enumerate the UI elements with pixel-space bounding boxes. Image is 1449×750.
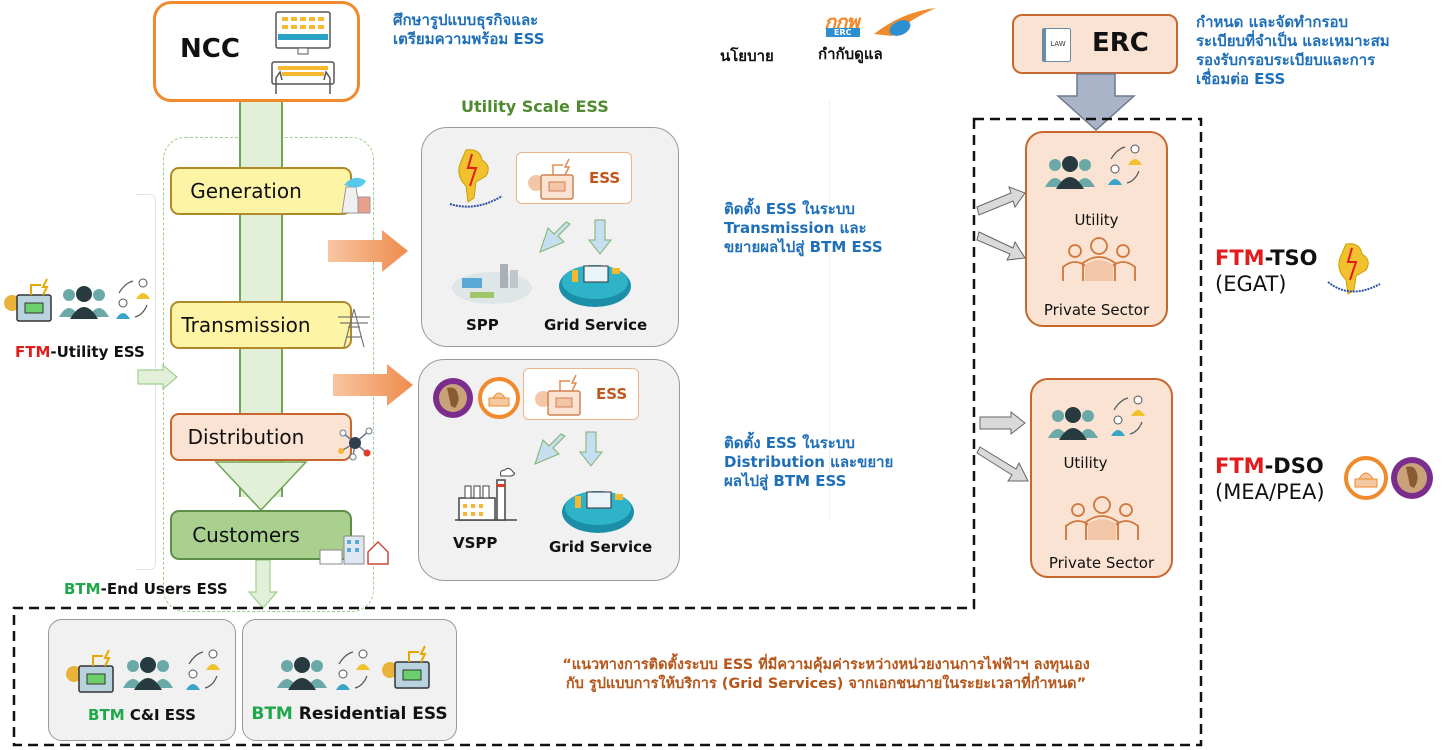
private-sector-label: Private Sector [1048, 554, 1155, 572]
distribution-note: ติดตั้ง ESS ในระบบ Distribution และขยาย … [724, 434, 894, 490]
private-sector-label: Private Sector [1043, 301, 1150, 319]
mea-logo-icon [1344, 456, 1388, 500]
trunk-arrow-head [214, 461, 308, 512]
battery-system-icon [382, 645, 430, 689]
vspp-factory-icon [455, 467, 517, 521]
utility-label: Utility [1074, 211, 1119, 229]
people-group-icon [1048, 407, 1098, 440]
people-group-icon [1045, 156, 1095, 189]
stage-customers[interactable]: Customers [170, 510, 352, 560]
grid-service-icon [562, 491, 634, 533]
erc-logo: กกพ ERC [824, 6, 939, 40]
battery-system-icon [4, 278, 52, 322]
spp-label: SPP [466, 316, 499, 334]
transmission-ess-card: ESS SPP Grid Service [421, 127, 679, 347]
ftm-utility-arrow [137, 363, 178, 391]
business-exchange-icon [336, 649, 370, 690]
customers-down-arrow [247, 559, 279, 609]
buildings-icon [319, 535, 389, 565]
utility-scale-title: Utility Scale ESS [461, 97, 609, 116]
ess-label: ESS [596, 385, 628, 403]
mea-logo-icon [478, 377, 520, 419]
pea-logo-icon [1391, 457, 1433, 499]
business-exchange-icon [116, 278, 150, 319]
stage-generation-label: Generation [190, 179, 302, 203]
power-plant-icon [341, 177, 371, 214]
ess-chip: ESS [523, 368, 639, 420]
pea-logo-icon [433, 378, 473, 418]
btm-residential-label: BTM Residential ESS [251, 704, 448, 724]
down-arrow [578, 431, 604, 467]
private-sector-people-icon [1065, 496, 1139, 540]
arrow-to-tso-utility [976, 186, 1026, 216]
network-hub-icon [338, 427, 373, 461]
transmission-tower-icon [338, 308, 370, 348]
stage-transmission[interactable]: Transmission [170, 301, 352, 349]
grid-service-icon [559, 265, 631, 307]
computer-keyboard-icon [271, 11, 335, 94]
erc-down-arrow [1056, 73, 1136, 132]
ess-chip: ESS [516, 152, 632, 204]
policy-label: นโยบาย [720, 47, 774, 65]
ncc-label: NCC [180, 34, 240, 64]
grid-service-label: Grid Service [544, 316, 648, 334]
transmission-note: ติดตั้ง ESS ในระบบ Transmission และ ขยาย… [724, 200, 883, 256]
ftm-utility-label: FTM-Utility ESS [15, 343, 145, 361]
erc-logo-sub: ERC [826, 28, 860, 37]
ncc-note: ศึกษารูปแบบธุรกิจและ เตรียมความพร้อม ESS [393, 11, 545, 48]
vspp-label: VSPP [453, 534, 498, 552]
btm-ci-card: BTM C&I ESS [48, 619, 236, 741]
battery-system-icon [66, 649, 114, 693]
stage-transmission-label: Transmission [181, 313, 311, 337]
egat-logo-icon [1327, 243, 1381, 295]
business-exchange-icon [1108, 144, 1142, 185]
actor-card-dso: Utility Private Sector [1030, 378, 1173, 578]
people-group-icon [59, 286, 109, 319]
law-book-icon: LAW [1042, 28, 1071, 62]
erc-swoosh-icon [874, 8, 936, 36]
btm-ci-label: BTM C&I ESS [88, 706, 196, 724]
dso-operator: FTM-DSO (MEA/PEA) [1215, 454, 1325, 504]
center-divider [829, 100, 830, 520]
ess-label: ESS [589, 169, 621, 187]
closing-quote: “แนวทางการติดตั้งระบบ ESS ที่มีความคุ้มค… [562, 657, 1090, 692]
regulate-label: กำกับดูแล [818, 45, 883, 63]
tso-operator: FTM-TSO (EGAT) [1215, 246, 1318, 296]
arrow-to-dso-utility [979, 410, 1026, 436]
diag-down-left-arrow [539, 221, 571, 253]
diag-down-left-arrow [534, 433, 566, 465]
private-sector-people-icon [1062, 237, 1136, 281]
stage-customers-label: Customers [192, 523, 300, 547]
people-group-icon [123, 657, 173, 690]
ftm-utility-icons [3, 277, 153, 323]
down-arrow [587, 219, 613, 255]
ess-battery-icon [535, 374, 581, 416]
arrow-to-tso-private [976, 231, 1026, 261]
ncc-box: NCC [153, 1, 360, 102]
utility-label: Utility [1063, 454, 1108, 472]
stage-distribution-label: Distribution [187, 425, 305, 449]
distribution-ess-card: ESS VSPP Grid Service [418, 359, 680, 581]
stage-distribution[interactable]: Distribution [170, 413, 352, 461]
ess-battery-icon [528, 158, 574, 200]
generation-to-utility-arrow [328, 230, 408, 272]
distribution-to-utility-arrow [333, 364, 413, 406]
egat-logo-icon [449, 149, 503, 208]
business-exchange-icon [186, 649, 220, 690]
grid-service-label: Grid Service [549, 538, 653, 556]
erc-box: LAW ERC [1012, 14, 1178, 74]
btm-end-users-label: BTM-End Users ESS [64, 580, 228, 598]
erc-note: กำหนด และจัดทำกรอบ ระเบียบที่จำเป็น และเ… [1196, 13, 1390, 88]
btm-residential-card: BTM Residential ESS [242, 619, 457, 741]
erc-label: ERC [1092, 28, 1149, 58]
business-exchange-icon [1111, 395, 1145, 436]
people-group-icon [277, 657, 327, 690]
spp-site-icon [452, 264, 532, 304]
actor-card-tso: Utility Private Sector [1025, 131, 1168, 327]
arrow-to-dso-private [976, 446, 1029, 482]
